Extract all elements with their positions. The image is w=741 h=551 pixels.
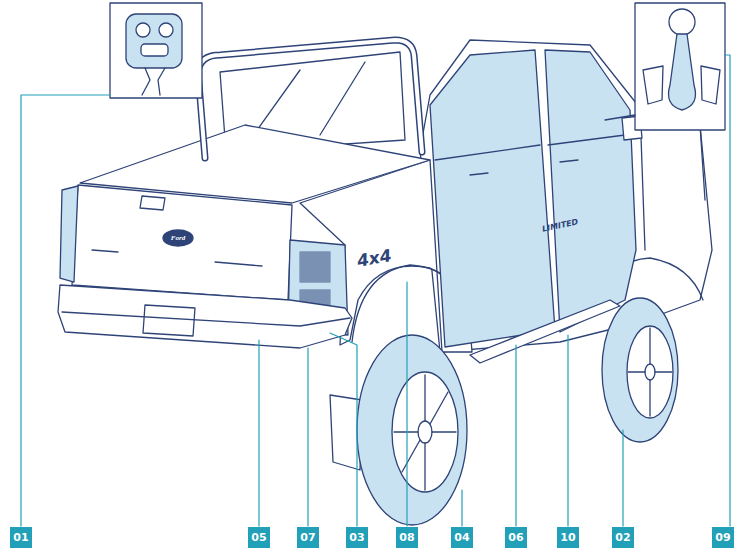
tailgate-handle <box>140 196 165 210</box>
callout-number: 04 <box>451 527 473 548</box>
front-rim <box>627 326 673 418</box>
door-handle <box>470 160 578 175</box>
callout-number: 03 <box>346 527 368 548</box>
callout-number: 10 <box>557 527 579 548</box>
door-window-line <box>435 135 625 160</box>
fob-button <box>141 44 168 56</box>
callout-number: 05 <box>248 527 270 548</box>
bumper-line <box>62 312 350 326</box>
callout-number: 09 <box>712 527 734 548</box>
callout-text: 03 <box>349 532 364 543</box>
callout-number: 01 <box>10 527 32 548</box>
callout-text: 04 <box>454 532 469 543</box>
callout-text: 06 <box>508 532 523 543</box>
key-fob <box>126 14 182 68</box>
tailgate-badge <box>92 250 118 252</box>
window-glare <box>250 62 365 140</box>
tailgate-badge <box>215 262 262 266</box>
ford-oval <box>163 230 193 246</box>
callout-text: 09 <box>715 532 730 543</box>
callout-text: 02 <box>615 532 630 543</box>
tailgate <box>72 185 292 300</box>
callout-number: 07 <box>297 527 319 548</box>
running-board <box>470 300 620 363</box>
callout-text: 05 <box>251 532 266 543</box>
inset-pointer <box>605 115 635 120</box>
rear-tire <box>357 335 467 525</box>
logo-text: Ford <box>171 235 185 242</box>
callout-number: 08 <box>396 527 418 548</box>
callout-text: 10 <box>560 532 575 543</box>
callout-number: 06 <box>505 527 527 548</box>
rear-bumper <box>58 285 352 348</box>
gearshift-inset <box>635 3 725 130</box>
cup-holder <box>701 66 720 104</box>
front-door <box>545 50 636 332</box>
fob-button <box>159 23 173 37</box>
rear-door <box>430 50 555 347</box>
rear-rim <box>392 372 458 492</box>
front-spokes <box>628 328 672 416</box>
front-hub <box>645 364 655 380</box>
roll-bar <box>198 40 422 158</box>
left-taillight <box>60 186 78 282</box>
callout-number: 02 <box>612 527 634 548</box>
taillight-lens <box>300 252 330 282</box>
callout-text: 01 <box>13 532 28 543</box>
key-fob-inset <box>110 3 202 98</box>
callout-text: 07 <box>300 532 315 543</box>
fob-button <box>136 23 150 37</box>
front-tire <box>602 298 678 442</box>
gear-boot <box>669 34 696 110</box>
gear-knob <box>669 9 695 35</box>
license-plate-recess <box>143 305 195 336</box>
callout-text: 08 <box>399 532 414 543</box>
leader-lines <box>21 55 730 526</box>
roll-bar <box>198 40 422 158</box>
fob-cord <box>142 68 165 95</box>
rear-spokes <box>394 375 456 490</box>
cup-holder <box>643 66 663 104</box>
